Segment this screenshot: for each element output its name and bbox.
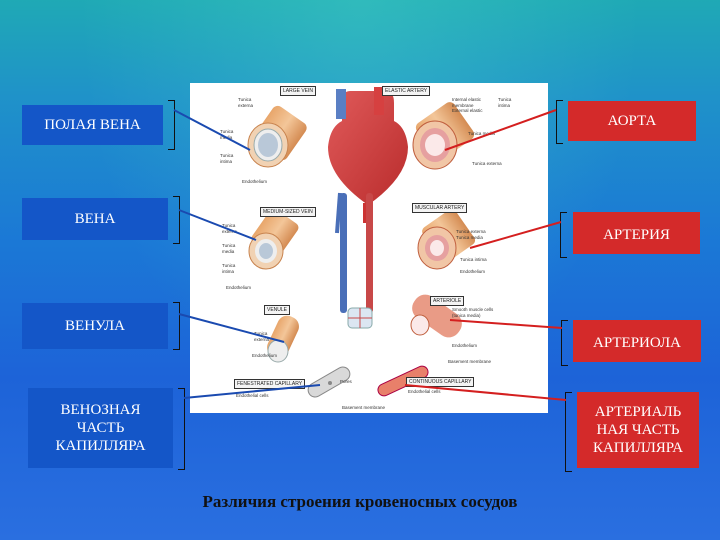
label-lv-media: Tunica media [220,129,233,140]
bracket-arterial-capillary [565,392,572,472]
label-ea-media: Tunica media [468,131,495,137]
box-vein: ВЕНА [22,198,168,240]
bracket-venule [173,302,180,350]
tag-muscular-artery: MUSCULAR ARTERY [412,203,467,213]
box-vein-label: ВЕНА [75,210,116,228]
page-caption: Различия строения кровеносных сосудов [0,492,720,512]
box-vena-cava: ПОЛАЯ ВЕНА [22,105,163,145]
tag-venule: VENULE [264,305,290,315]
vessel-diagram: LARGE VEIN ELASTIC ARTERY MEDIUM-SIZED V… [190,83,548,413]
label-cc-endothelial: Endothelial cells [408,389,441,395]
box-venous-capillary: ВЕНОЗНАЯ ЧАСТЬ КАПИЛЛЯРА [28,388,173,468]
box-vena-cava-label: ПОЛАЯ ВЕНА [44,116,141,134]
bracket-venous-capillary [178,388,185,470]
tag-elastic-artery: ELASTIC ARTERY [382,86,430,96]
tag-large-vein: LARGE VEIN [280,86,316,96]
label-ar-smooth: Smooth muscle cells (tunica media) [452,307,493,318]
label-mv-externa: Tunica externa [222,223,237,234]
tag-continuous-capillary: CONTINUOUS CAPILLARY [406,377,474,387]
box-aorta: АОРТА [568,101,696,141]
label-fc-pores: Pores [340,379,352,385]
label-ar-basement: Basement membrane [448,359,491,365]
label-ma-intima: Tunica intima [460,257,487,263]
label-lv-endothelium: Endothelium [242,179,267,185]
tag-medium-vein: MEDIUM-SIZED VEIN [260,207,316,217]
box-aorta-label: АОРТА [608,112,657,130]
box-arterial-capillary: АРТЕРИАЛЬ НАЯ ЧАСТЬ КАПИЛЛЯРА [577,392,699,468]
label-lv-intima: Tunica intima [220,153,233,164]
label-ma-layers: Tunica externa Tunica media [456,229,486,240]
box-venous-capillary-label: ВЕНОЗНАЯ ЧАСТЬ КАПИЛЛЯРА [55,401,145,455]
tag-arteriole: ARTERIOLE [430,296,464,306]
label-ea-layers: Internal elastic membrane External elast… [452,97,483,114]
central-vessel-chain [340,193,373,328]
box-arterial-capillary-label: АРТЕРИАЛЬ НАЯ ЧАСТЬ КАПИЛЛЯРА [593,403,683,457]
box-artery-label: АРТЕРИЯ [603,226,670,244]
label-mv-media: Tunica media [222,243,235,254]
label-ea-intima: Tunica intima [498,97,511,108]
box-arteriole: АРТЕРИОЛА [573,320,701,362]
bracket-vein [173,196,180,244]
label-mv-intima: Tunica intima [222,263,235,274]
box-artery: АРТЕРИЯ [573,212,700,254]
large-vein-drawing [248,104,309,167]
label-ma-endothelium: Endothelium [460,269,485,275]
bracket-vena-cava [168,100,175,150]
box-arteriole-label: АРТЕРИОЛА [593,334,681,352]
box-venule-label: ВЕНУЛА [65,317,125,335]
label-vn-endothelium: Endothelium [252,353,277,359]
label-vn-externa: Tunica externa [254,331,269,342]
label-ar-endothelium: Endothelium [452,343,477,349]
label-mv-endothelium: Endothelium [226,285,251,291]
bracket-arteriole [561,320,568,366]
tag-fenestrated-capillary: FENESTRATED CAPILLARY [234,379,305,389]
bracket-artery [560,212,567,258]
box-venule: ВЕНУЛА [22,303,168,349]
label-fc-basement: Basement membrane [342,405,385,411]
label-ea-externa: Tunica externa [472,161,502,167]
bracket-aorta [556,100,563,144]
label-lv-externa: Tunica externa [238,97,253,108]
label-fc-endothelial: Endothelial cells [236,393,269,399]
